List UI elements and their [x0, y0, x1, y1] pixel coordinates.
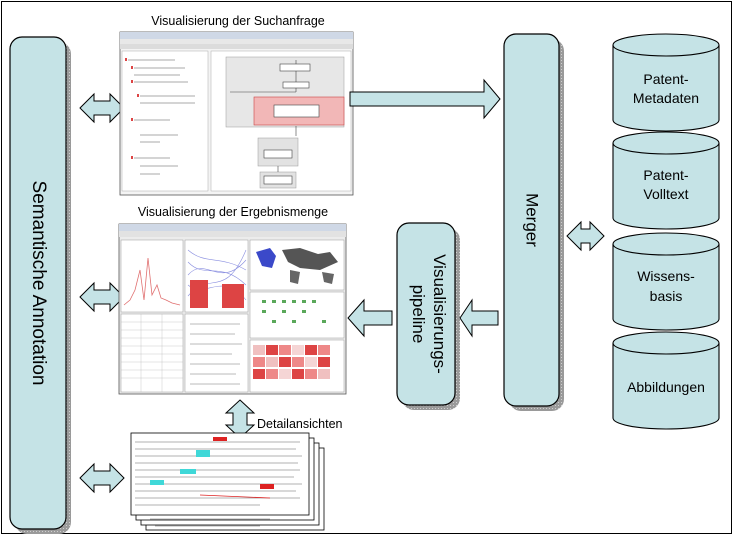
- database-label-line2: Volltext: [643, 186, 688, 202]
- details-label: Detailansichten: [257, 417, 343, 431]
- database-label-line2: Metadaten: [633, 90, 699, 106]
- database-label-line1: Patent-: [643, 167, 688, 183]
- double-arrow-results: [79, 281, 125, 313]
- database-label-line1: Wissens-: [637, 268, 695, 284]
- double-arrow-results-details: [224, 399, 256, 439]
- semantic-annotation-box: Semantische Annotation: [9, 36, 71, 534]
- arrow-merger-to-pipeline: [459, 298, 499, 338]
- merger-label: Merger: [523, 193, 542, 247]
- database-patent-metadata: Patent- Metadaten: [612, 33, 720, 132]
- results-title: Visualisierung der Ergebnismenge: [138, 205, 328, 219]
- double-arrow-query: [79, 92, 125, 124]
- double-arrow-details: [79, 462, 125, 494]
- double-arrow-merger-databases: [566, 220, 605, 252]
- database-label-line1: Patent-: [643, 71, 688, 87]
- pipeline-label-line1: Visualisierungs-: [430, 254, 449, 374]
- arrow-pipeline-to-results: [347, 298, 393, 338]
- detail-documents: [130, 432, 325, 531]
- merger-box: Merger: [503, 33, 564, 411]
- semantic-annotation-label: Semantische Annotation: [28, 181, 49, 386]
- database-patent-fulltext: Patent- Volltext: [612, 131, 720, 230]
- database-label-line1: Abbildungen: [627, 379, 705, 395]
- database-label-line2: basis: [650, 288, 683, 304]
- results-screenshot: [118, 223, 347, 395]
- query-screenshot: [119, 31, 354, 196]
- query-title: Visualisierung der Suchanfrage: [151, 14, 325, 28]
- database-images: Abbildungen: [612, 331, 720, 430]
- visualization-pipeline-box: Visualisierungs- pipeline: [396, 222, 460, 410]
- database-knowledge-base: Wissens- basis: [612, 232, 720, 331]
- pipeline-label-line2: pipeline: [409, 285, 428, 344]
- arrow-query-to-merger: [349, 78, 501, 120]
